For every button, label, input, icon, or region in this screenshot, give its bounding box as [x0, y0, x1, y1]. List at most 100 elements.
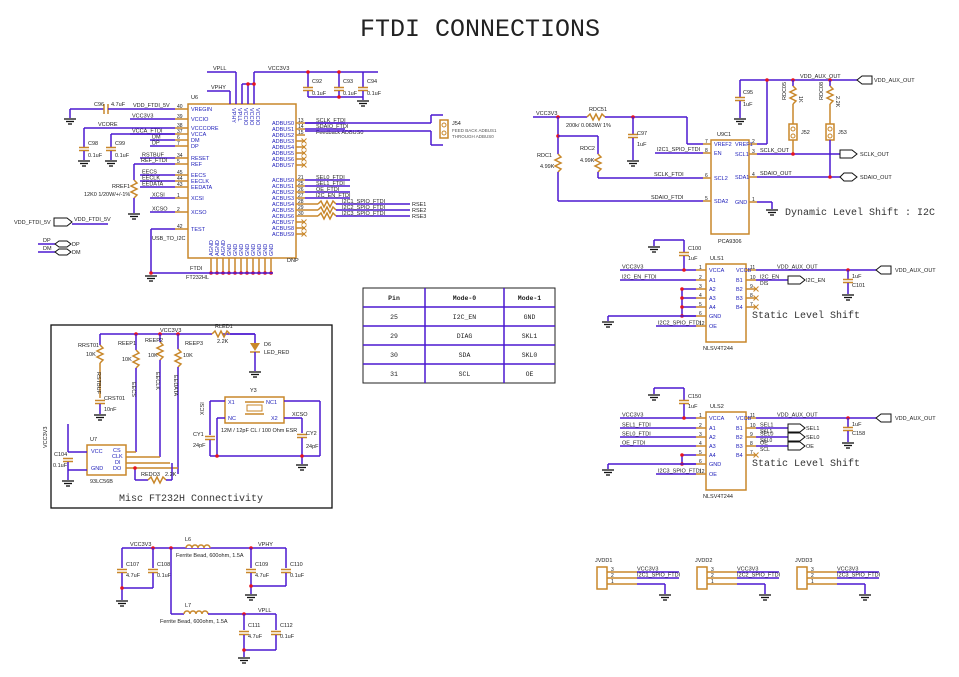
c111-value: 4.7uF [248, 634, 263, 640]
sclk-out-port[interactable] [839, 149, 858, 159]
cy1-value: 24pF [193, 443, 206, 449]
rdc51-value: 200k/ 0.063W/ 1% [566, 123, 611, 129]
ftdi-top-pin-name: VCCIO [248, 108, 254, 126]
ftdi-pin-number: 38 [177, 123, 183, 129]
shifter-output-port[interactable] [787, 275, 806, 285]
cy2-ref: CY2 [306, 431, 317, 437]
shifter-output-alt: SCL [760, 447, 770, 453]
c108-value: 0.1uF [157, 573, 172, 579]
shifter-pin-name: B3 [736, 444, 743, 450]
pca-pin-name: GND [735, 200, 747, 206]
shifter-output-port[interactable] [787, 441, 806, 451]
series-resistor-icon [317, 199, 337, 209]
misc-vcc-net: VCC3V3 [160, 328, 181, 334]
ftdi-top-pin-name: VPHY [230, 108, 236, 123]
ftdi-adbus-pin-number: 15 [298, 130, 304, 136]
shifter-aux-port-label: VDD_AUX_OUT [895, 268, 936, 274]
ftdi-adbus-pin-name: ADBUS5 [272, 151, 294, 157]
crst-ref: CRST01 [104, 396, 125, 402]
ftdi-left-net-label: VCC3V3 [132, 114, 153, 120]
ftdi-pin-name: VCCIO [191, 117, 209, 123]
pca9306-body[interactable] [710, 139, 750, 235]
ftdi-pin-name: VREGIN [191, 107, 212, 113]
ftdi-pin-name: EECLK [191, 179, 209, 185]
pca-pin-name: SCL2 [714, 176, 728, 182]
shifter-output-port[interactable] [787, 432, 806, 442]
ftdi-acbus-net-label: I2C_EN_FTDI [316, 193, 351, 199]
c112-ref: C112 [280, 623, 293, 629]
shifter-aux-port[interactable] [875, 265, 892, 275]
vdd-ftdi-5v-port[interactable] [53, 217, 73, 227]
c111-ref: C111 [248, 623, 260, 629]
mode-table-cell: 25 [390, 314, 398, 321]
rrst-net: RSTBUF [95, 372, 101, 395]
ftdi-adbus-pin-number: 14 [298, 124, 304, 130]
rse-net-label: I2C2_SPIO_FTDI [342, 205, 386, 211]
junction-dot [680, 296, 684, 300]
dp-port[interactable] [54, 240, 72, 248]
c92-ref: C92 [312, 79, 322, 85]
ftdi-acbus-pin-number: 30 [298, 211, 304, 217]
crst-value: 10nF [104, 407, 117, 413]
sclk-out-port-label: SCLK_OUT [860, 152, 890, 158]
pca-pin-number: 6 [705, 173, 708, 179]
shifter-pin-name: VCCA [709, 268, 725, 274]
shifter-pin-number: 2 [699, 423, 702, 429]
pca9306-part: PCA9306 [718, 239, 742, 245]
header-connector[interactable] [696, 566, 708, 590]
cy1-ref: CY1 [193, 432, 204, 438]
mode-table-cell: 29 [390, 333, 398, 340]
misc-caption: Misc FT232H Connectivity [119, 493, 263, 505]
shifter-output-port-label: I2C_EN [806, 278, 825, 284]
shifter-pin-number: 9 [750, 284, 753, 290]
dm-port[interactable] [54, 248, 72, 256]
dp-port-out: DP [72, 242, 80, 248]
ftdi-adbus-pin-name: ADBUS0 [272, 121, 294, 127]
ftdi-left-net-label: RSTBUF [142, 153, 165, 159]
header-connector[interactable] [596, 566, 608, 590]
net-vcc3v3-top: VCC3V3 [268, 66, 289, 72]
nlsv4t244-body[interactable] [705, 263, 747, 343]
xtal-pin-nc: NC [228, 416, 236, 422]
l6-value: Ferrite Bead, 600ohm, 1.5A [176, 553, 244, 559]
header-ref: JVDD3 [795, 558, 812, 564]
reep1-value: 10K [122, 357, 132, 363]
j54-jumper[interactable] [439, 119, 449, 139]
ftdi-pin-name: DP [191, 144, 199, 150]
ftdi-pin-name: VCCCORE [191, 126, 219, 132]
ftdi-left-net-label: EECS [142, 170, 157, 176]
shifter-pin-number: 4 [699, 441, 702, 447]
sdaio-out-port[interactable] [839, 172, 858, 182]
ftdi-adbus-net-label: SDAIO_FTDI [316, 124, 349, 130]
eeprom-body[interactable] [86, 444, 127, 476]
shifter-c-out-value: 1uF [852, 422, 862, 428]
shifter-aux-net: VDD_AUX_OUT [777, 413, 818, 419]
ftdi-pin-name: RESET [191, 156, 210, 162]
header-connector[interactable] [796, 566, 808, 590]
dyn-vcc-net: VCC3V3 [536, 111, 557, 117]
series-resistor-icon [317, 205, 337, 215]
c110-ref: C110 [290, 562, 303, 568]
mode-table-frame [362, 287, 556, 384]
ftdi-acbus-net-label: SEL1_FTDI [316, 181, 345, 187]
header-vcc-net: VCC3V3 [637, 567, 658, 573]
ground-icon [647, 246, 661, 253]
ftdi-pin-name: XCSI [191, 196, 204, 202]
dyn-aux-port[interactable] [856, 75, 873, 85]
shifter-output-port[interactable] [787, 423, 806, 433]
ftdi-top-pin-name: VPLL [236, 108, 242, 121]
dynamic-shift-caption: Dynamic Level Shift : I2C [785, 207, 935, 219]
rref-value: 12K0 1/20W/+/-1% [84, 192, 130, 198]
nlsv4t244-body[interactable] [705, 411, 747, 491]
rse-ref: RSE2 [412, 208, 426, 214]
shifter-aux-port[interactable] [875, 413, 892, 423]
shifter-input-net: OE_FTDI [622, 441, 646, 447]
ftdi-chip-body[interactable] [187, 103, 297, 259]
ftdi-pin-name: TEST [191, 227, 206, 233]
shifter-pin-number: 10 [750, 275, 756, 281]
pca-pin-number: 8 [705, 148, 708, 154]
ground-icon [647, 394, 661, 401]
ftdi-bottom-pin-name: GND [257, 244, 263, 256]
junction-dot [682, 268, 686, 272]
